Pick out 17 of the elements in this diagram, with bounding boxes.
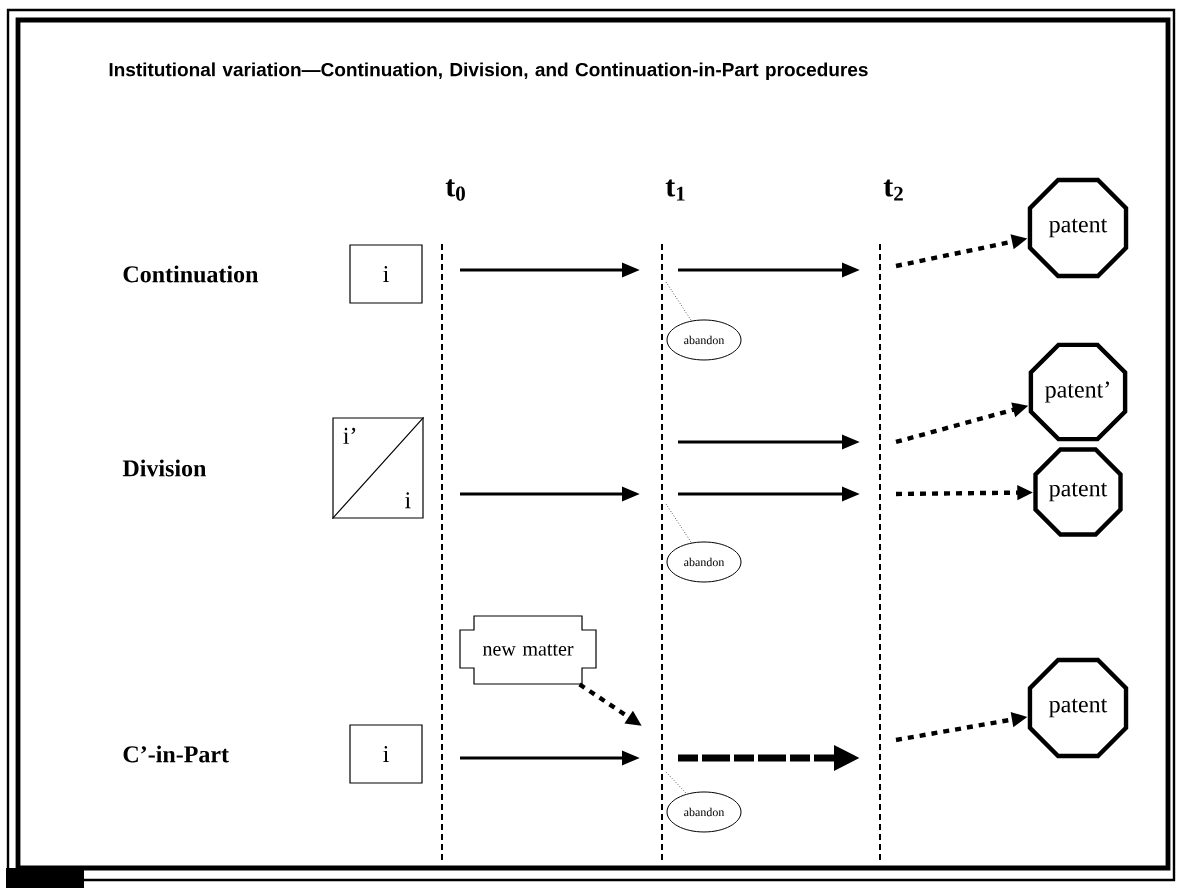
patent-octagon: patent xyxy=(1027,177,1129,279)
leader-line xyxy=(665,281,692,322)
time-label: t$_{2}$ xyxy=(883,179,903,201)
time-label: t$_{1}$ xyxy=(665,179,685,201)
application-box: i xyxy=(349,724,423,784)
row-label: Division xyxy=(122,459,207,477)
split-box: i’ i xyxy=(331,416,425,520)
patent-octagon: patent’ xyxy=(1028,342,1128,442)
patent-octagon: patent xyxy=(1033,447,1123,537)
patent-octagon: patent xyxy=(1027,657,1129,759)
row-label: C’-in-Part xyxy=(123,745,229,763)
application-box: i xyxy=(349,244,423,304)
leader-line xyxy=(665,503,692,544)
row-label: Continuation xyxy=(123,265,259,283)
leader-line xyxy=(665,771,688,795)
time-label: t$_{0}$ xyxy=(445,179,465,201)
title: Institutional variation—Continuation, Division, and Continuation-in-Part procedures xyxy=(109,62,868,81)
